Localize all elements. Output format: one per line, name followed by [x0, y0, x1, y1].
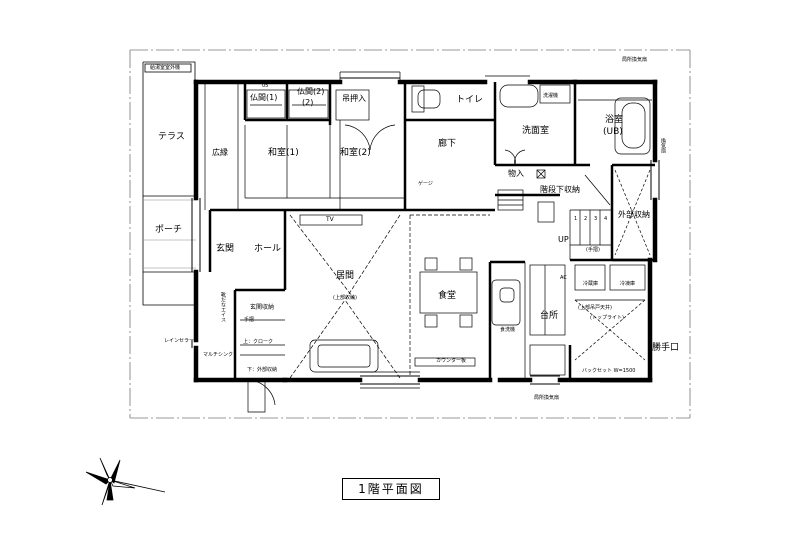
room-yokushitsu: 浴室	[605, 115, 624, 125]
room-yokushitsu-sub: (UB)	[603, 127, 623, 137]
note-kutsu: 靴だなエイス	[220, 292, 226, 322]
room-rouka: 廊下	[438, 139, 457, 149]
room-monoire: 物入	[508, 169, 524, 178]
site-boundary	[129, 49, 691, 419]
room-butsuma-2-num: (2)	[302, 98, 314, 107]
drawing-title: 1階平面図	[342, 478, 440, 500]
note-multi: マルチシンク	[203, 352, 234, 358]
note-step-3: 3	[594, 216, 598, 222]
note-sentakuki: 洗濯機	[543, 93, 559, 99]
terrace-porch-outline	[142, 61, 196, 306]
note-rain: レインセラー	[164, 338, 195, 344]
note-kyutoki: 給湯室室外機	[150, 65, 181, 71]
room-gaibu-shuno: 外部収納	[618, 210, 650, 219]
room-toilet: トイレ	[456, 95, 484, 105]
room-engawa: 広縁	[212, 148, 228, 157]
note-backset: バックセット W=1500	[582, 368, 636, 374]
room-tsurioshiire: 吊押入	[342, 94, 366, 103]
window-marks	[191, 77, 660, 385]
room-genkan-shuno: 玄関収納	[250, 304, 275, 311]
exterior-walls	[193, 79, 658, 383]
room-genkan: 玄関	[216, 244, 235, 254]
note-tv: TV	[326, 216, 334, 223]
room-terrace: テラス	[158, 132, 185, 142]
room-washitsu-2: 和室(2)	[340, 148, 371, 158]
note-tesuri: 手摺	[244, 317, 255, 323]
note-reitoko: 冷凍庫	[620, 281, 636, 287]
room-ima-sub: (上部収納)	[333, 295, 357, 301]
room-hall: ホール	[254, 244, 282, 254]
note-cloak: 上：クローク	[243, 339, 274, 345]
note-reizoko: 冷蔵庫	[583, 281, 599, 287]
note-gauge: ゲージ	[418, 181, 433, 187]
note-up: UP	[558, 235, 569, 244]
fixtures-lines	[204, 71, 652, 413]
note-counter: カウンター板	[436, 358, 467, 364]
interior-walls	[208, 82, 655, 380]
room-kaidanshita: 階段下収納	[540, 185, 580, 194]
note-toplight: (トップライト)	[590, 315, 624, 321]
note-step-2: 2	[584, 216, 588, 222]
north-arrow	[85, 457, 166, 506]
note-gaibu-bottom: 下：外部収納	[247, 367, 278, 373]
note-step-4: 4	[604, 216, 608, 222]
note-ac: AC	[560, 275, 567, 281]
note-fusuma: 05	[262, 83, 269, 89]
room-butsuma-2: 仏間(2)	[297, 87, 325, 96]
room-shokudo: 食堂	[438, 291, 457, 301]
room-washitsu-1: 和室(1)	[268, 148, 299, 158]
room-ima: 居間	[336, 271, 355, 281]
room-butsuma-1: 仏間(1)	[250, 93, 278, 102]
note-hand: (手摺)	[586, 247, 600, 253]
room-senmenjo: 洗面室	[522, 126, 550, 136]
note-step-1: 1	[574, 216, 578, 222]
porch-hatch	[143, 199, 196, 269]
room-katteguchi: 勝手口	[652, 343, 680, 353]
note-jobu: (上部吊戸天井)	[578, 305, 612, 311]
note-kisei-top: 局所換気扇	[622, 57, 648, 63]
room-porch: ポーチ	[155, 225, 183, 235]
note-kisei-bottom: 局所換気扇	[534, 395, 560, 401]
room-daidokoro: 台所	[540, 311, 559, 321]
note-kisei-side: 換気扇	[660, 138, 666, 153]
note-shokusenki: 食洗機	[500, 327, 516, 333]
